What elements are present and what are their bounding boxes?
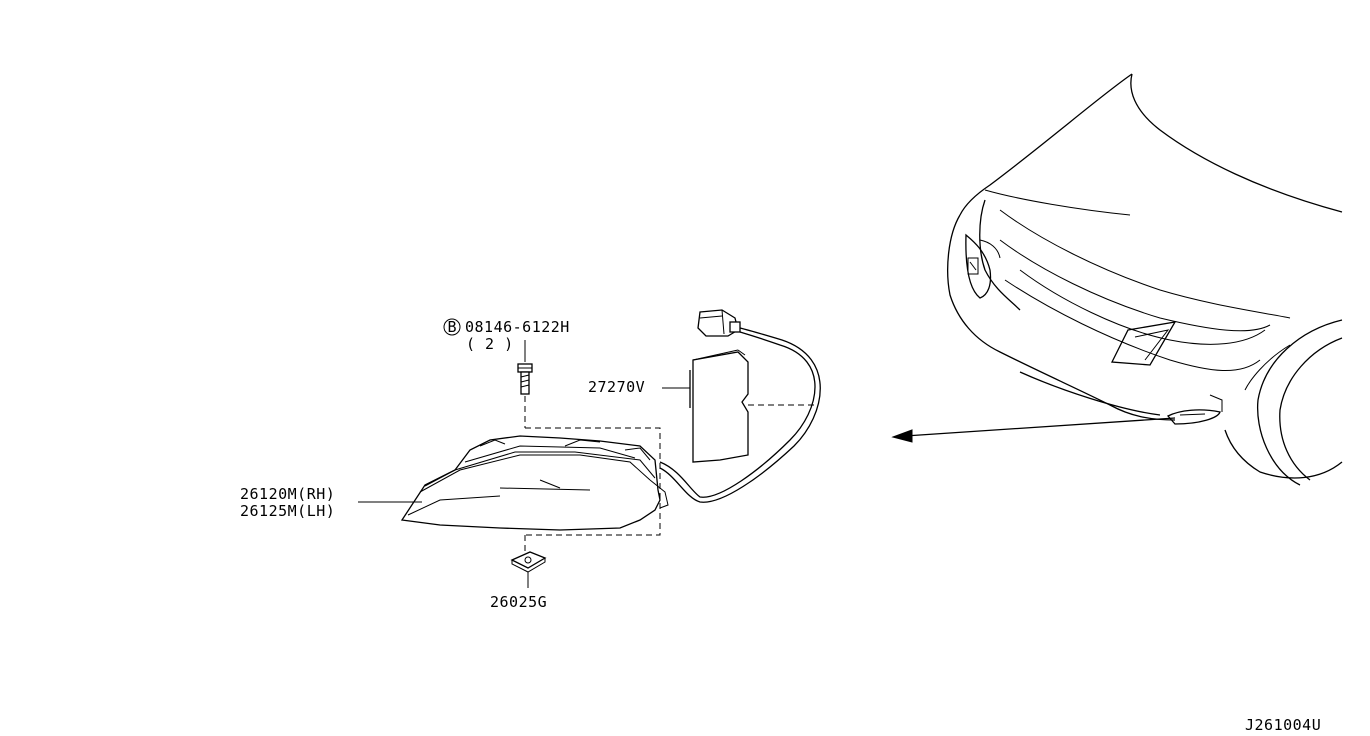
bolt-icon	[517, 363, 533, 428]
lamp-rh-part-number[interactable]: 26120M(RH)	[240, 485, 335, 503]
bolt-part-number[interactable]: 08146-6122H	[465, 318, 570, 336]
lamp-callout: 26120M(RH) 26125M(LH)	[240, 485, 422, 520]
bracket-part-number[interactable]: 27270V	[588, 378, 645, 396]
bracket-icon	[692, 349, 815, 463]
bolt-marker-circle	[443, 318, 461, 336]
bolt-marker-letter: B	[448, 318, 458, 336]
lamp-lh-part-number[interactable]: 26125M(LH)	[240, 502, 335, 520]
bolt-quantity: ( 2 )	[466, 335, 514, 353]
connector-icon	[697, 309, 741, 337]
vehicle-front-icon	[947, 73, 1343, 486]
diagram-code: J261004U	[1245, 716, 1321, 734]
bracket-callout: 27270V	[588, 370, 691, 408]
pointer-arrow	[891, 417, 1176, 443]
headlamp-icon	[400, 327, 821, 552]
bolt-callout: B 08146-6122H ( 2 )	[443, 318, 570, 362]
arrow-head-icon	[891, 429, 913, 443]
clip-icon	[510, 551, 547, 588]
clip-part-number[interactable]: 26025G	[490, 593, 547, 611]
